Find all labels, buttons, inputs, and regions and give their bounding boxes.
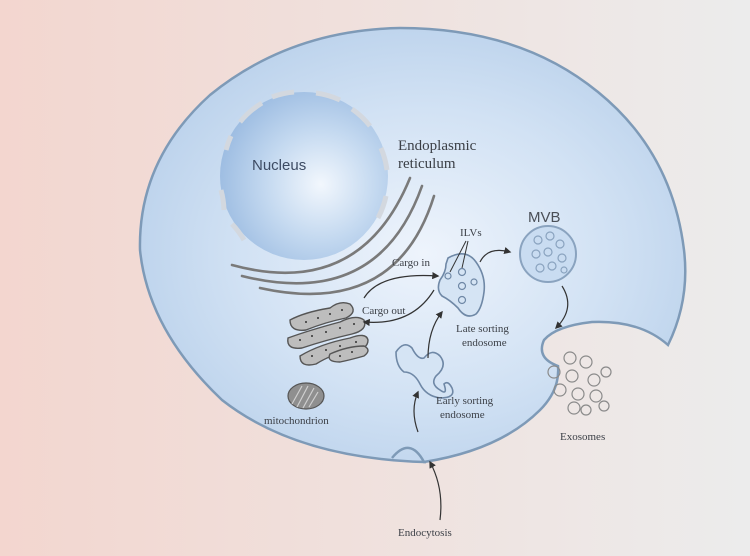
er-label-line1: Endoplasmic	[398, 138, 477, 154]
pathway-arrows	[362, 247, 569, 521]
endocytosis-label: Endocytosis	[398, 527, 452, 539]
nucleus	[220, 92, 388, 260]
cargo-out-arrow	[362, 289, 435, 327]
mvb-vesicles	[531, 231, 568, 274]
early-endosome-label-line1: Early sorting	[436, 395, 494, 407]
late-endosome-label-line1: Late sorting	[456, 323, 509, 335]
endocytosis-to-early-arrow	[412, 390, 419, 433]
late-endosome-ilvs	[444, 267, 478, 305]
nuclear-pores	[218, 89, 390, 242]
exosomes-label: Exosomes	[560, 431, 605, 443]
mvb-label: MVB	[528, 209, 561, 226]
mvb	[519, 225, 577, 283]
early-to-late-arrow	[427, 310, 443, 359]
late-to-mvb-arrow	[479, 247, 512, 263]
endoplasmic-reticulum	[230, 176, 436, 296]
mitochondrion	[287, 382, 325, 410]
ilvs-pointer-lines	[449, 240, 469, 273]
early-sorting-endosome	[395, 344, 454, 399]
mitochondrion-label: mitochondrion	[264, 415, 329, 427]
exosomes	[547, 351, 612, 416]
endocytosis-arrow	[429, 460, 442, 521]
ilvs-label: ILVs	[460, 227, 482, 239]
cargo-in-label: Cargo in	[392, 257, 430, 269]
late-endosome-label-line2: endosome	[462, 337, 507, 349]
mvb-to-exosome-arrow	[554, 285, 569, 330]
early-endosome-label-line2: endosome	[440, 409, 485, 421]
golgi-vesicles	[299, 309, 357, 357]
cargo-in-arrow	[363, 272, 440, 299]
er-label-line2: reticulum	[398, 156, 456, 172]
late-sorting-endosome	[437, 253, 486, 317]
cargo-out-label: Cargo out	[362, 305, 406, 317]
nucleus-label: Nucleus	[252, 157, 306, 174]
